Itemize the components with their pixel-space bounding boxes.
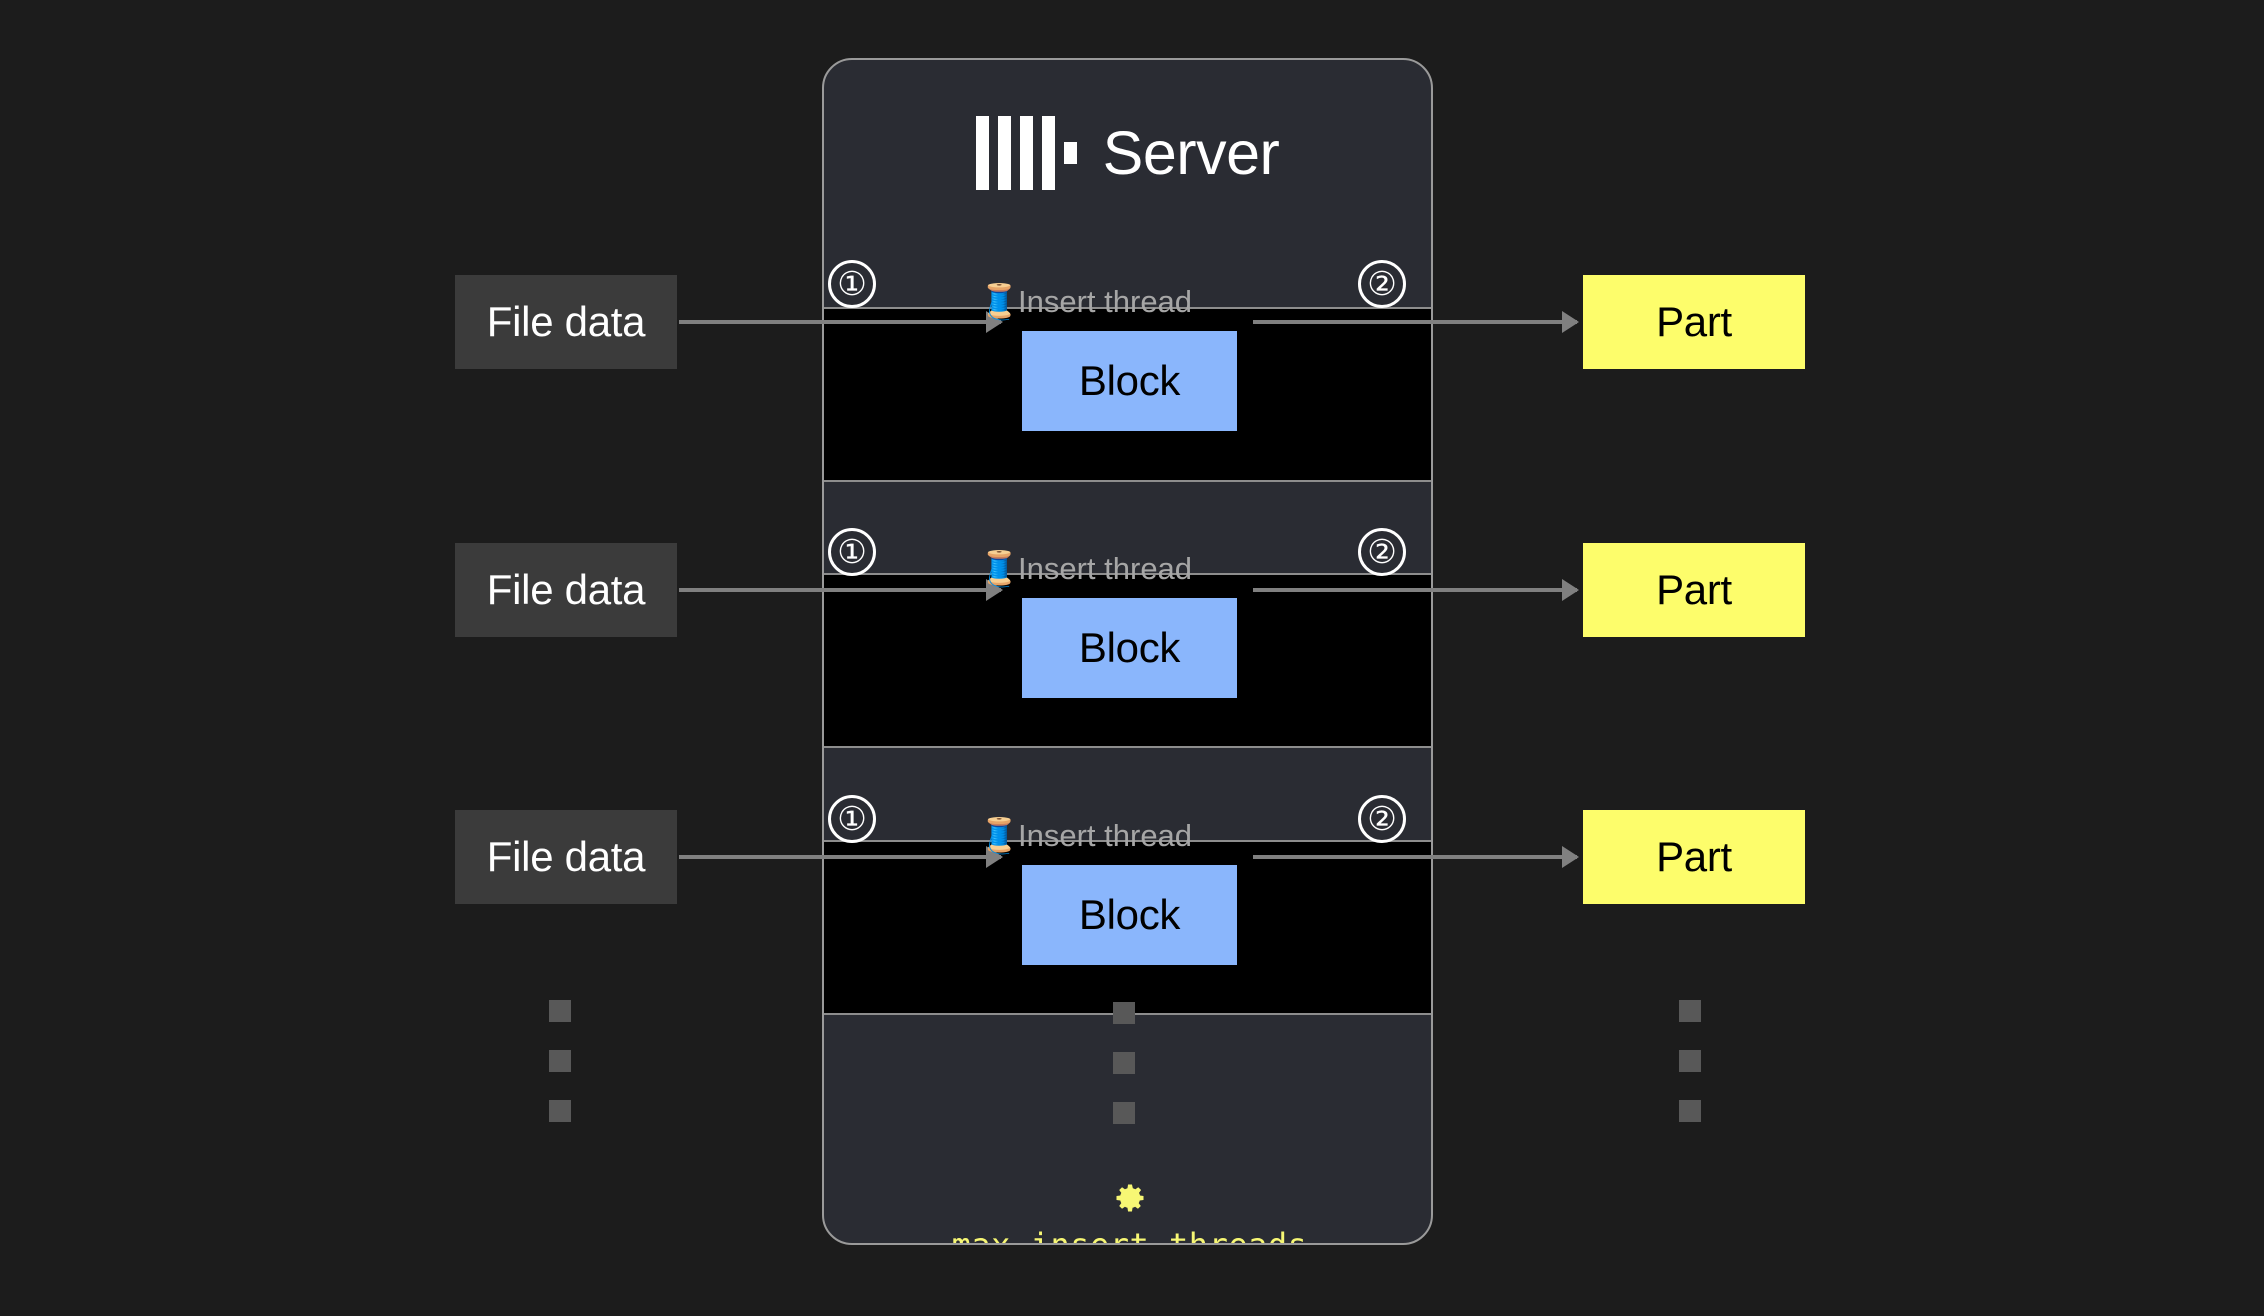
part-box-2: Part [1583,543,1805,637]
part-label: Part [1656,833,1732,880]
ellipsis-dot [1679,1000,1701,1022]
ellipsis-right [1679,1000,1701,1122]
thread-spool-icon: 🧵 [978,283,1021,321]
clickhouse-logo-icon [975,116,1077,190]
ellipsis-dot [1113,1052,1135,1074]
insert-thread-label-3: 🧵 Insert thread [978,816,1192,856]
block-label: Block [1078,624,1181,671]
ellipsis-dot [549,1000,571,1022]
part-label: Part [1656,566,1732,613]
setting-footer: max_insert_threads [824,1180,1431,1245]
step-number-in-2: ① [828,528,876,576]
part-label: Part [1656,298,1732,345]
insert-thread-label-1: 🧵 Insert thread [978,282,1192,322]
ellipsis-dot [1679,1050,1701,1072]
part-box-1: Part [1583,275,1805,369]
step-number-in-1: ① [828,260,876,308]
arrow-block-to-part-1 [1253,320,1577,324]
insert-thread-text: Insert thread [1018,551,1193,586]
thread-spool-icon: 🧵 [978,817,1021,855]
arrow-file-to-block-1 [679,320,1001,324]
ellipsis-left [549,1000,571,1122]
ellipsis-dot [549,1050,571,1072]
insert-thread-text: Insert thread [1018,284,1193,319]
block-box-2: Block [1022,598,1237,698]
ellipsis-dot [1679,1100,1701,1122]
block-box-1: Block [1022,331,1237,431]
file-data-box-1: File data [455,275,677,369]
insert-thread-text: Insert thread [1018,818,1193,853]
ellipsis-center [1113,1002,1135,1124]
server-header: Server [824,60,1431,246]
step-number-out-1: ② [1358,260,1406,308]
step-number-out-2: ② [1358,528,1406,576]
file-data-label: File data [486,833,646,880]
file-data-label: File data [486,298,646,345]
arrow-file-to-block-3 [679,855,1001,859]
ellipsis-dot [1113,1002,1135,1024]
file-data-label: File data [486,566,646,613]
block-box-3: Block [1022,865,1237,965]
arrow-block-to-part-2 [1253,588,1577,592]
part-box-3: Part [1583,810,1805,904]
arrow-file-to-block-2 [679,588,1001,592]
step-number-out-3: ② [1358,795,1406,843]
ellipsis-dot [1113,1102,1135,1124]
gear-icon [1116,1184,1143,1212]
block-label: Block [1078,357,1181,404]
file-data-box-3: File data [455,810,677,904]
step-number-in-3: ① [828,795,876,843]
server-card: Server Block Block Block 🧵 Insert thread… [822,58,1433,1245]
insert-thread-label-2: 🧵 Insert thread [978,549,1192,589]
server-title: Server [1102,118,1280,187]
arrow-block-to-part-3 [1253,855,1577,859]
file-data-box-2: File data [455,543,677,637]
setting-name: max_insert_threads [951,1226,1308,1245]
ellipsis-dot [549,1100,571,1122]
thread-spool-icon: 🧵 [978,550,1021,588]
block-label: Block [1078,891,1181,938]
